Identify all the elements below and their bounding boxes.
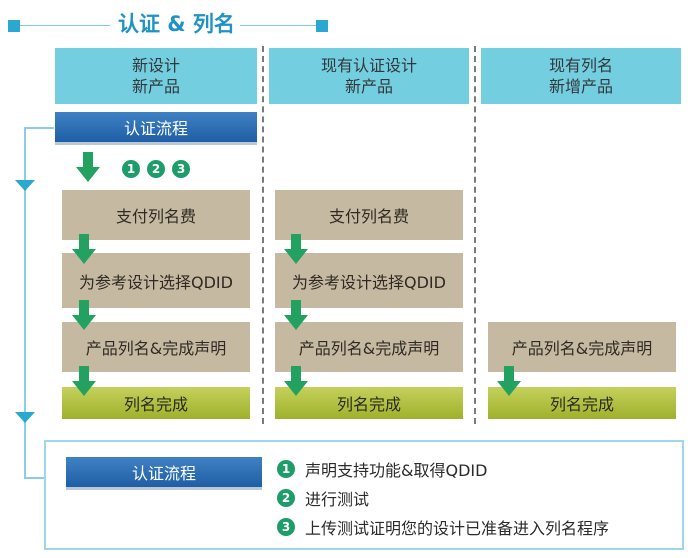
step-number-badge: 1 xyxy=(122,160,140,178)
diagram-title: 认证 & 列名 xyxy=(118,12,235,36)
column-header-line1: 现有列名 xyxy=(548,56,613,75)
certification-flow-label: 认证流程 xyxy=(55,112,257,145)
list-and-declare-step: 产品列名&完成声明 xyxy=(62,322,250,372)
title-left-square xyxy=(8,20,20,32)
title-right-square xyxy=(316,20,328,32)
down-arrow-icon xyxy=(76,152,100,182)
down-arrow-icon xyxy=(72,300,96,330)
column-separator xyxy=(474,46,476,424)
column-header-line2: 新产品 xyxy=(344,77,393,96)
bracket-down-arrow-icon xyxy=(15,412,35,423)
select-qdid-step: 为参考设计选择QDID xyxy=(62,253,250,308)
pay-listing-fee-step: 支付列名费 xyxy=(62,190,250,240)
column-header-new-design: 新设计 新产品 xyxy=(55,48,257,104)
legend-item-text: 声明支持功能&取得QDID xyxy=(305,461,488,480)
column-header-line2: 新增产品 xyxy=(548,77,613,96)
column-header-existing-certified: 现有认证设计 新产品 xyxy=(269,48,469,104)
down-arrow-icon xyxy=(72,234,96,264)
diagram-title-bar: 认证 & 列名 xyxy=(0,8,693,38)
step-number-badge: 3 xyxy=(172,160,190,178)
column-header-line2: 新产品 xyxy=(131,77,180,96)
legend-number-badge: 2 xyxy=(277,489,295,507)
legend-item: 3 上传测试证明您的设计已准备进入列名程序 xyxy=(277,515,609,539)
bracket-top xyxy=(24,127,54,129)
legend-item-text: 上传测试证明您的设计已准备进入列名程序 xyxy=(305,519,610,538)
legend-number-badge: 3 xyxy=(277,518,295,536)
list-and-declare-step: 产品列名&完成声明 xyxy=(275,322,463,372)
title-right-line xyxy=(240,25,318,26)
listing-complete-step: 列名完成 xyxy=(488,387,676,419)
down-arrow-icon xyxy=(284,300,308,330)
down-arrow-icon xyxy=(72,366,96,396)
legend-number-badge: 1 xyxy=(277,460,295,478)
legend-item-text: 进行测试 xyxy=(305,490,370,509)
listing-complete-step: 列名完成 xyxy=(275,387,463,419)
down-arrow-icon xyxy=(284,234,308,264)
column-header-existing-listing: 现有列名 新增产品 xyxy=(481,48,681,104)
legend-item: 1 声明支持功能&取得QDID xyxy=(277,457,487,481)
column-separator xyxy=(262,46,264,424)
list-and-declare-step: 产品列名&完成声明 xyxy=(488,322,676,372)
down-arrow-icon xyxy=(497,366,521,396)
bracket-down-arrow-icon xyxy=(15,180,35,191)
legend-item: 2 进行测试 xyxy=(277,486,369,510)
legend-flow-label: 认证流程 xyxy=(66,457,262,490)
bracket-vertical-line xyxy=(24,127,26,477)
column-header-line1: 现有认证设计 xyxy=(320,56,417,75)
step-number-badge: 2 xyxy=(147,160,165,178)
column-header-line1: 新设计 xyxy=(131,56,180,75)
title-left-line xyxy=(20,25,110,26)
select-qdid-step: 为参考设计选择QDID xyxy=(275,253,463,308)
pay-listing-fee-step: 支付列名费 xyxy=(275,190,463,240)
bracket-bottom xyxy=(24,477,46,479)
down-arrow-icon xyxy=(284,366,308,396)
listing-complete-step: 列名完成 xyxy=(62,387,250,419)
